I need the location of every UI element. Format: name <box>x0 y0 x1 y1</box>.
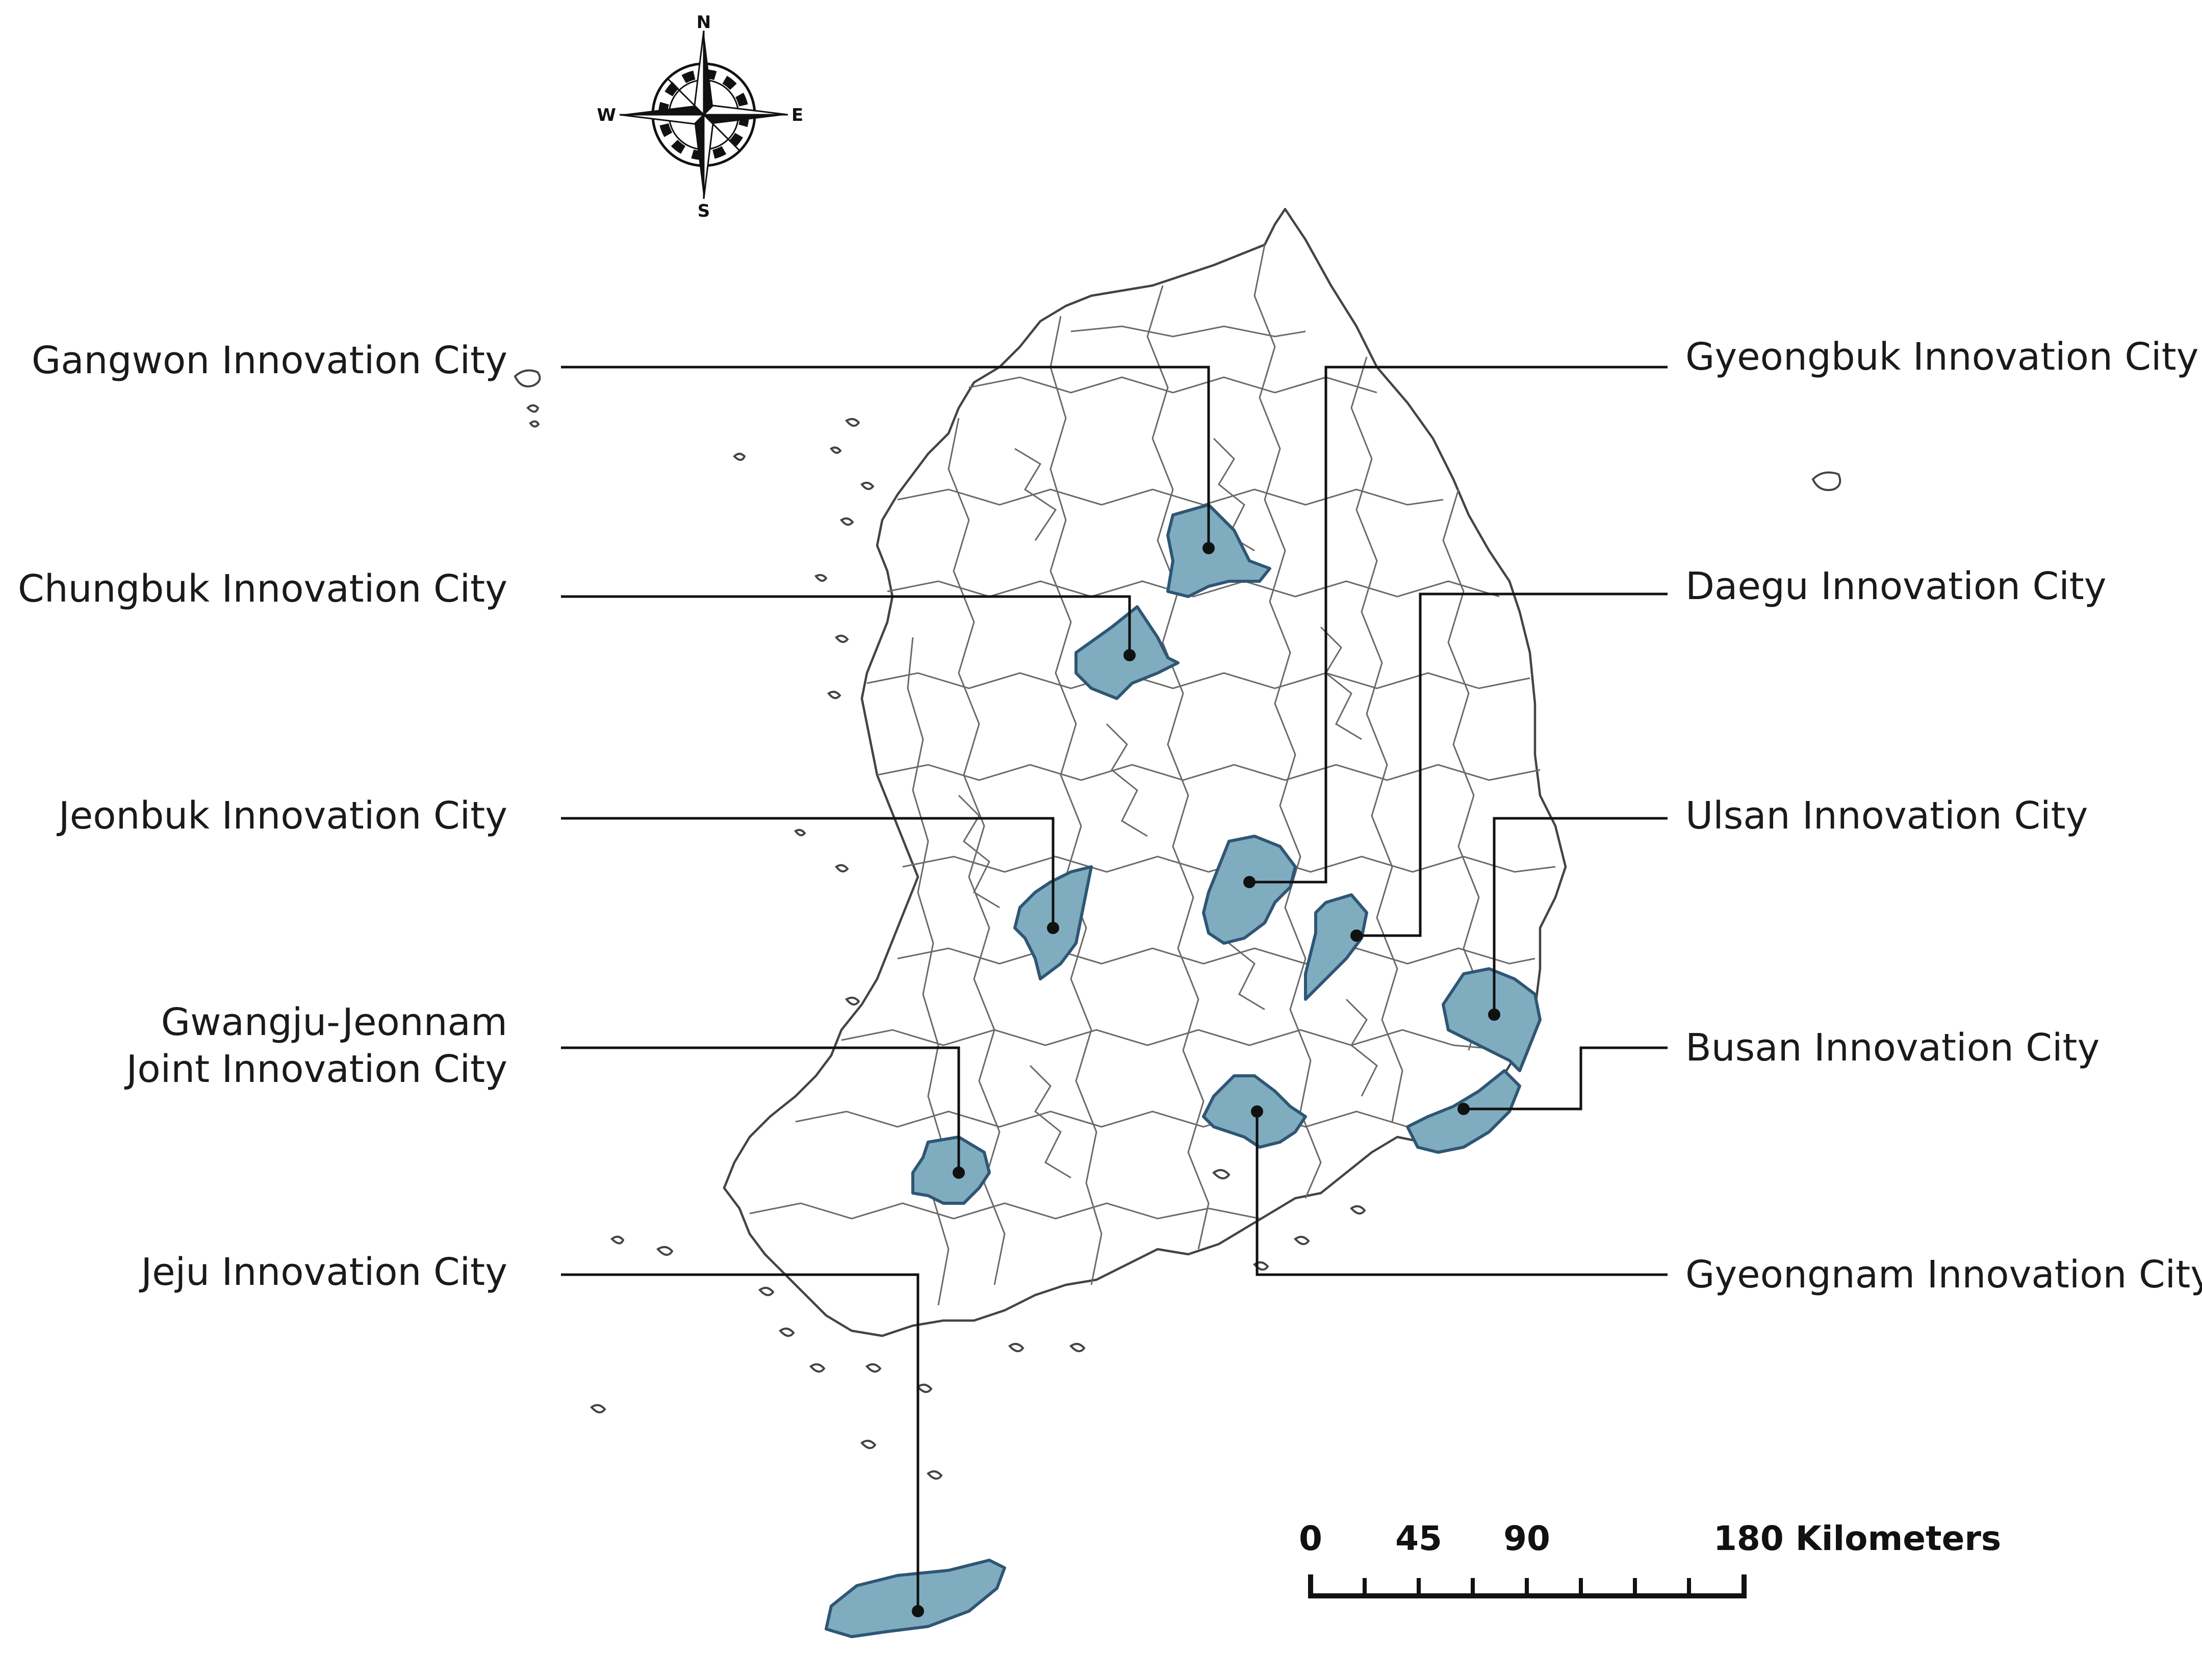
scale-label-0: 0 <box>1299 1519 1322 1558</box>
scale-label-90: 90 <box>1503 1519 1550 1558</box>
label-gwangju-jeonnam-line1: Gwangju-Jeonnam <box>161 1000 507 1044</box>
korea-mainland <box>723 208 1567 1337</box>
label-gyeongnam-innovation-city: Gyeongnam Innovation City <box>1685 1253 2202 1297</box>
compass-south-letter: S <box>698 201 710 221</box>
gyeongbuk-innovation-city-area <box>1202 835 1297 945</box>
label-jeonbuk-innovation-city: Jeonbuk Innovation City <box>57 794 507 838</box>
north-arrow-icon: N S E W <box>597 12 803 221</box>
compass-west-letter: W <box>597 105 616 125</box>
daegu-innovation-city-area <box>1304 893 1368 1001</box>
label-jeju-innovation-city: Jeju Innovation City <box>139 1250 507 1294</box>
label-gwangju-jeonnam-line2: Joint Innovation City <box>124 1047 507 1091</box>
scale-bar: 0 45 90 180 Kilometers <box>1299 1519 2001 1598</box>
label-gyeongbuk-innovation-city: Gyeongbuk Innovation City <box>1685 335 2198 379</box>
compass-north-letter: N <box>697 12 711 33</box>
scale-label-45: 45 <box>1395 1519 1442 1558</box>
gangwon-innovation-city-area <box>1166 503 1271 598</box>
label-daegu-innovation-city: Daegu Innovation City <box>1685 564 2107 608</box>
scale-label-180-kilometers: 180 Kilometers <box>1713 1519 2001 1558</box>
jeju-innovation-city-area <box>825 1559 1006 1638</box>
label-chungbuk-innovation-city: Chungbuk Innovation City <box>18 567 507 611</box>
label-gangwon-innovation-city: Gangwon Innovation City <box>32 339 507 382</box>
label-ulsan-innovation-city: Ulsan Innovation City <box>1685 794 2088 838</box>
label-busan-innovation-city: Busan Innovation City <box>1685 1026 2099 1070</box>
coastal-islands <box>514 369 1841 1480</box>
leader-lines <box>561 366 1668 1617</box>
compass-east-letter: E <box>791 105 803 125</box>
gwangju-jeonnam-innovation-city-area <box>911 1135 991 1205</box>
